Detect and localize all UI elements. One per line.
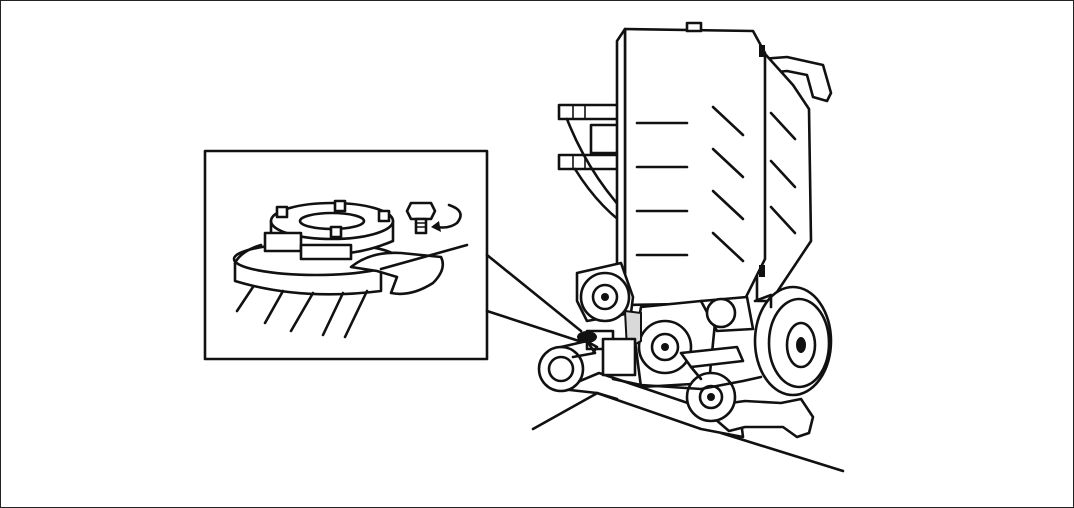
front-caster-left <box>537 339 597 393</box>
rear-wheel-icon <box>753 285 833 397</box>
floor-grinder-machine-icon <box>531 21 845 473</box>
leader-line-top <box>485 253 583 333</box>
grinding-head-icon <box>575 261 755 389</box>
wrench-icon <box>349 243 469 296</box>
bolt-icon <box>405 201 437 235</box>
ground-line-left <box>531 389 603 431</box>
detail-inset <box>203 149 583 361</box>
rotation-arrow-icon <box>431 203 462 232</box>
floor-lines <box>235 285 369 339</box>
flange-ring-icon <box>263 199 395 261</box>
ground-line-right <box>719 431 845 473</box>
leader-line-bottom <box>485 309 581 343</box>
motor-cover-icon <box>615 21 797 307</box>
